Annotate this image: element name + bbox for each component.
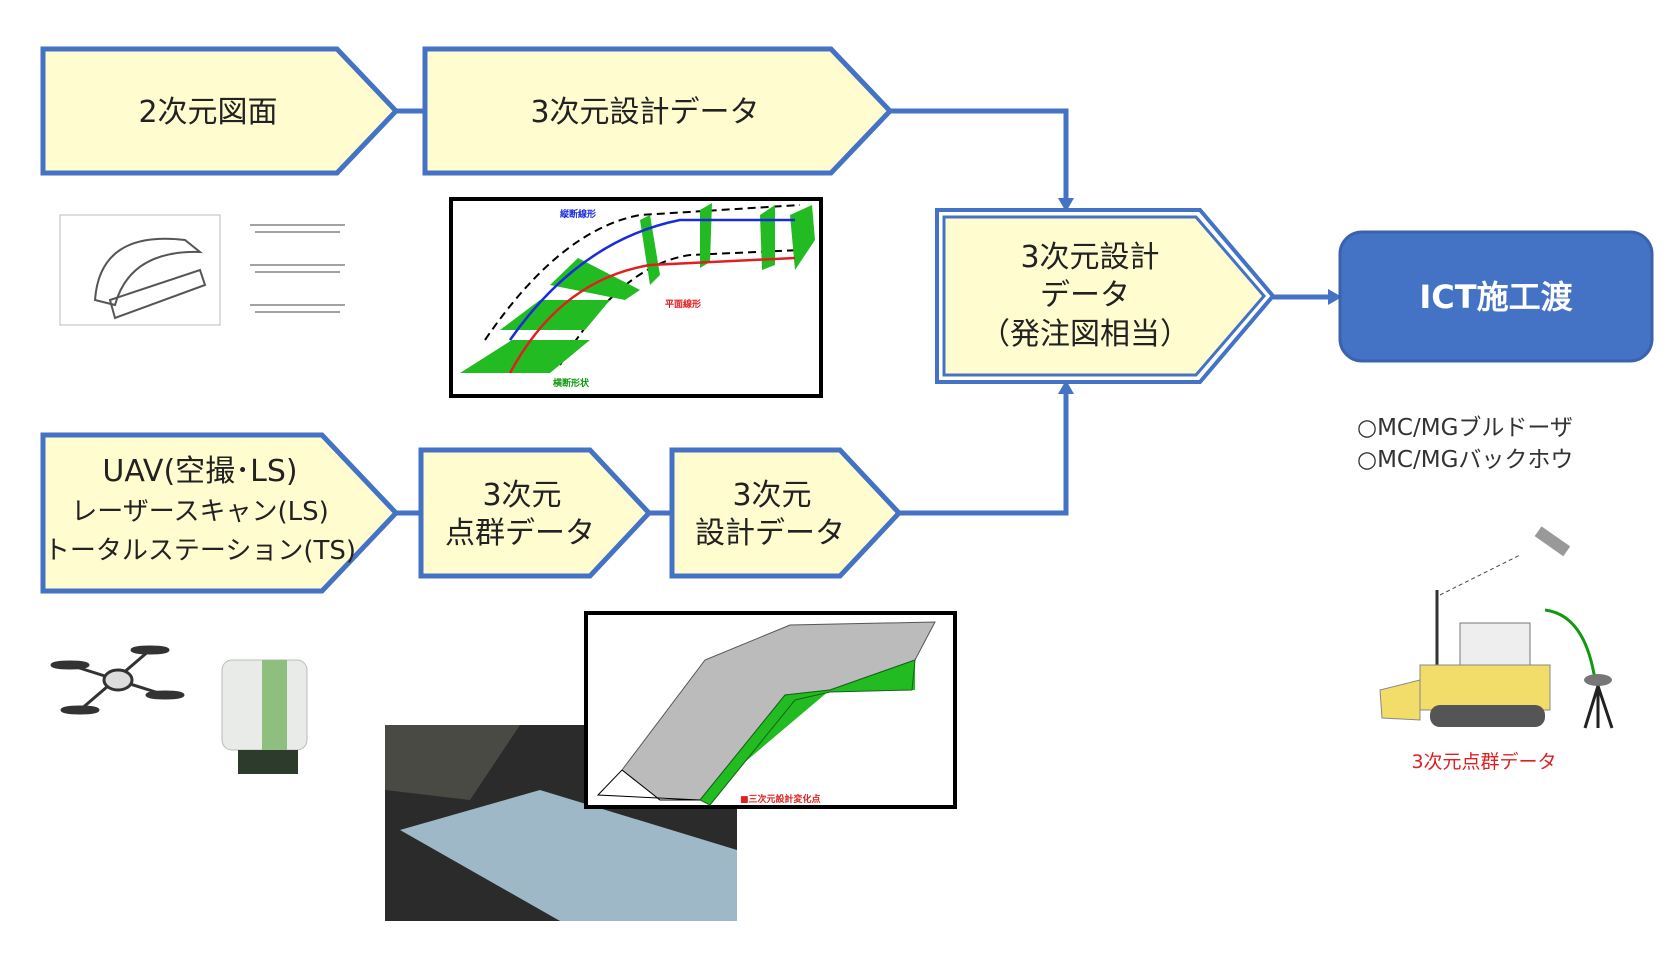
2d-drawing-image <box>59 214 345 326</box>
center-box-line1: 3次元設計 <box>1020 240 1159 275</box>
pointcloud-line2: 点群データ <box>445 516 595 551</box>
point-cloud-photo <box>385 725 737 921</box>
center-box-line3: （発注図相当） <box>980 317 1190 352</box>
box-3d-design-label: 3次元設計データ <box>530 95 759 130</box>
survey-ts: トータルステーション(TS) <box>44 536 356 566</box>
machine-bulldozer: ○MC/MGブルドーザ <box>1357 415 1573 441</box>
pointcloud-line1: 3次元 <box>482 478 561 513</box>
survey-uav: UAV(空撮･LS) <box>102 454 297 489</box>
bulldozer-gnss-image <box>1379 526 1614 729</box>
center-box-line2: データ <box>1040 278 1130 313</box>
drone-image <box>50 645 185 715</box>
label-plan-alignment: 平面線形 <box>665 298 701 310</box>
design-bottom-line2: 設計データ <box>695 516 845 551</box>
label-design-change-points: ■三次元設計変化点 <box>740 793 821 805</box>
connector-top <box>891 108 1069 200</box>
ict-box-label: ICT施工渡 <box>1419 278 1573 316</box>
arrowhead-down <box>1058 198 1074 212</box>
box-3d-design-bottom: 3次元 設計データ <box>669 447 903 579</box>
box-3d-pointcloud: 3次元 点群データ <box>418 447 653 579</box>
machine-backhoe: ○MC/MGバックホウ <box>1357 447 1573 473</box>
label-vertical-alignment: 縦断線形 <box>560 208 596 220</box>
label-cross-section: 横断形状 <box>553 377 590 389</box>
3d-design-figure: 縦断線形 平面線形 横断形状 <box>449 197 823 398</box>
arrowhead-right <box>1328 289 1342 305</box>
box-order-drawing-equivalent: 3次元設計 データ （発注図相当） <box>935 208 1276 384</box>
ict-construction-box: ICT施工渡 <box>1338 230 1654 363</box>
box-2d-drawing: 2次元図面 <box>40 46 400 176</box>
box-3d-design-data: 3次元設計データ <box>422 46 894 176</box>
box-2d-label: 2次元図面 <box>138 95 277 130</box>
satellite-icon <box>1534 526 1571 557</box>
bulldozer-caption: 3次元点群データ <box>1411 751 1556 773</box>
design-bottom-line1: 3次元 <box>732 478 811 513</box>
3d-model-figure: ■三次元設計変化点 <box>584 611 957 809</box>
laser-scanner-image <box>221 659 308 774</box>
box-survey-methods: UAV(空撮･LS) レーザースキャン(LS) トータルステーション(TS) <box>40 432 400 594</box>
survey-laser: レーザースキャン(LS) <box>71 497 328 527</box>
connector-bottom <box>900 392 1069 516</box>
arrowhead-up <box>1058 380 1074 394</box>
